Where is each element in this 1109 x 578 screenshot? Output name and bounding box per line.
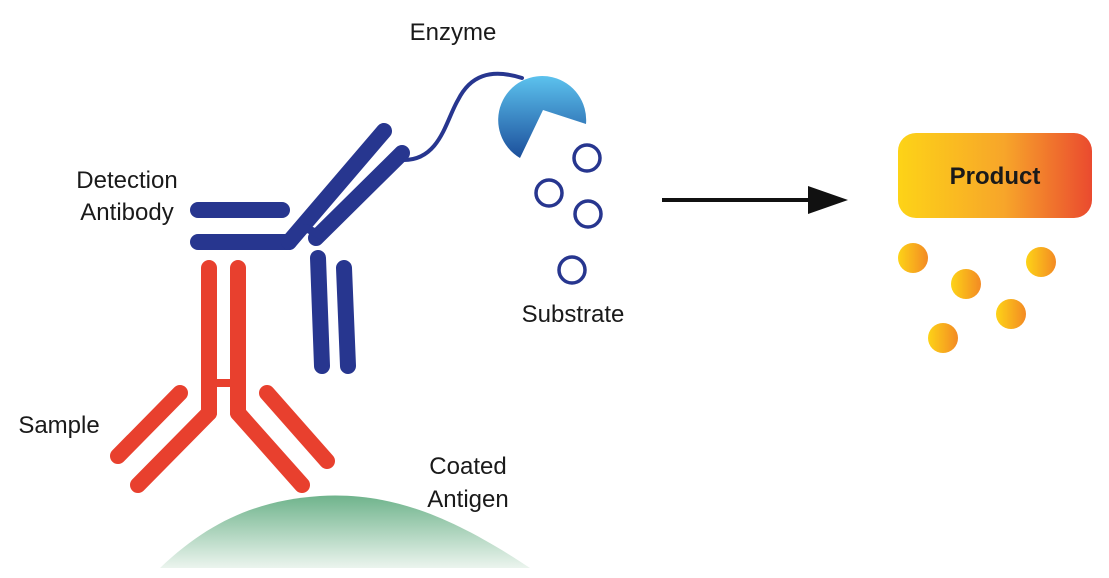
substrate-circle <box>573 199 603 229</box>
product-dot <box>996 299 1026 329</box>
detection-antibody <box>190 123 410 374</box>
product-box <box>898 133 1092 218</box>
enzyme-linker <box>402 71 524 162</box>
coated-antigen-label-line1: Coated <box>429 453 506 480</box>
detection-antibody-label-line2: Antibody <box>80 199 173 226</box>
product-dot <box>928 323 958 353</box>
reaction-arrow <box>662 186 848 214</box>
substrate-circle <box>534 178 564 208</box>
sample-label: Sample <box>18 412 99 439</box>
detection-antibody-label-line1: Detection <box>76 167 177 194</box>
product-dot <box>898 243 928 273</box>
product-label: Product <box>950 163 1041 190</box>
product-dot <box>951 269 981 299</box>
product-dots <box>898 243 1056 353</box>
coated-antigen-label-line2: Antigen <box>427 486 508 513</box>
coated-antigen-mound <box>160 495 530 568</box>
sample-antibody <box>110 260 335 493</box>
enzyme-label: Enzyme <box>410 19 497 46</box>
substrate-circle <box>557 255 587 285</box>
substrate-circles <box>534 143 603 285</box>
substrate-circle <box>572 143 602 173</box>
substrate-label: Substrate <box>522 301 625 328</box>
product-dot <box>1026 247 1056 277</box>
enzyme-shape <box>498 76 587 158</box>
